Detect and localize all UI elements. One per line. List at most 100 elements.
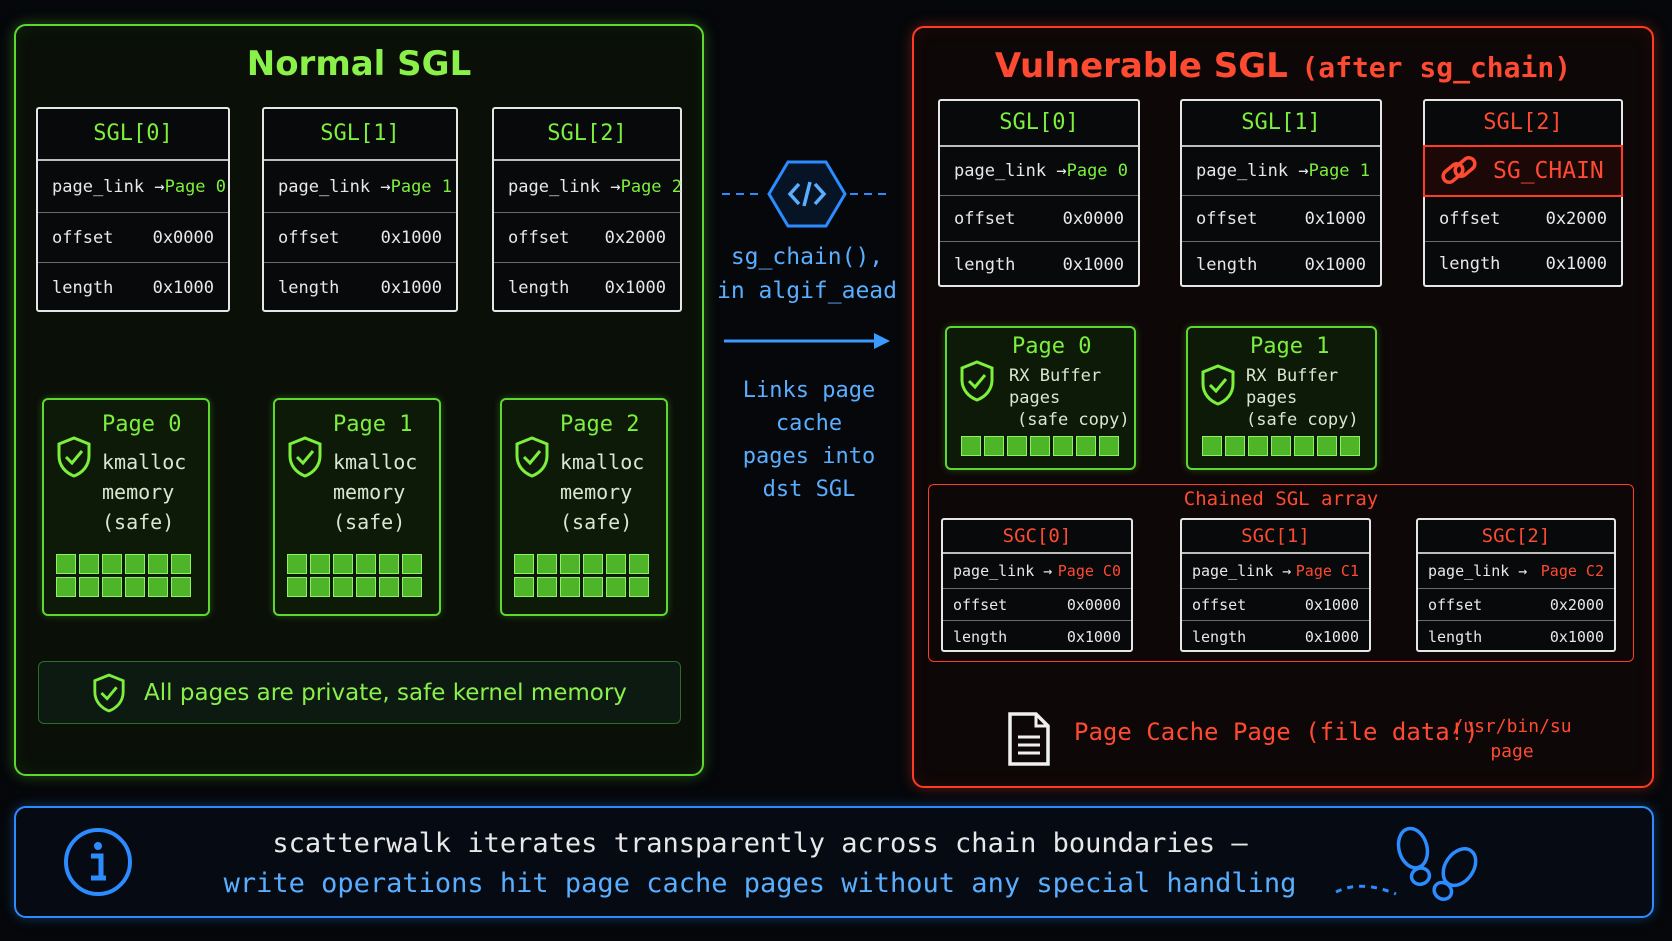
memory-cell	[1317, 436, 1337, 456]
page-title: Page 0	[1012, 334, 1092, 359]
page-line-1: kmalloc	[333, 450, 418, 474]
sgc-row-length: length 0x1000	[943, 621, 1131, 652]
memory-cell	[171, 554, 191, 574]
memory-cell	[102, 577, 122, 597]
memory-cell	[629, 577, 649, 597]
footsteps-icon	[1335, 826, 1478, 901]
page-ref: Page 1	[390, 176, 453, 197]
vuln-page-1: Page 1 RX Buffer pages (safe copy)	[1186, 326, 1377, 470]
page-cache-path-line-1: /usr/bin/su	[1452, 716, 1572, 737]
normal-footer-banner: All pages are private, safe kernel memor…	[38, 661, 681, 724]
page-link-label: page_link →	[508, 176, 621, 197]
shield-check-icon	[288, 436, 322, 478]
offset-value: 0x2000	[604, 227, 666, 248]
page-memory-grid	[514, 554, 649, 597]
offset-label: offset	[954, 208, 1016, 229]
shield-check-icon	[1201, 364, 1235, 406]
memory-cell	[537, 577, 557, 597]
page-line-2: pages	[1246, 388, 1298, 408]
page-line-1: kmalloc	[560, 450, 645, 474]
length-value: 0x1000	[1062, 254, 1124, 275]
sgl-row-page-link: page_link → Page 1	[264, 161, 456, 213]
offset-label: offset	[1428, 595, 1483, 614]
memory-cell	[333, 577, 353, 597]
length-label: length	[1196, 254, 1258, 275]
sgl-row-page-link: page_link → Page 0	[38, 161, 228, 213]
offset-label: offset	[508, 227, 570, 248]
middle-call-text: sg_chain(), in algif_aead	[712, 240, 902, 308]
sgl-header: SGL[0]	[38, 109, 228, 161]
normal-footer-text: All pages are private, safe kernel memor…	[144, 679, 627, 706]
shield-check-icon	[93, 673, 125, 712]
memory-cell	[56, 577, 76, 597]
desc-line-2: pages into	[742, 444, 876, 469]
shield-check-icon	[57, 436, 91, 478]
memory-cell	[402, 577, 422, 597]
page-link-label: page_link →	[52, 176, 165, 197]
sgl-header: SGL[2]	[494, 109, 680, 161]
offset-label: offset	[953, 595, 1008, 614]
length-label: length	[1428, 627, 1483, 646]
offset-value: 0x0000	[1066, 595, 1121, 614]
memory-cell	[514, 554, 534, 574]
page-ref: Page 2	[620, 176, 683, 197]
offset-label: offset	[1192, 595, 1247, 614]
offset-value: 0x1000	[380, 227, 442, 248]
vuln-sgl-2-chain: SGL[2] SG_CHAIN offset 0x2000 length 0x1…	[1423, 99, 1623, 287]
memory-cell	[1030, 436, 1050, 456]
page-ref: Page 0	[1066, 161, 1129, 181]
sgl-row-offset: offset 0x0000	[38, 213, 228, 263]
page-line-3: (safe copy)	[1017, 410, 1130, 430]
sgl-header: SGL[1]	[1182, 101, 1380, 147]
page-line-1: RX Buffer	[1009, 366, 1102, 386]
vulnerable-sgl-title-row: Vulnerable SGL (after sg_chain)	[912, 46, 1654, 86]
page-title: Page 1	[333, 412, 413, 437]
info-line-2: write operations hit page cache pages wi…	[223, 868, 1297, 899]
sgc-row-length: length 0x1000	[1418, 621, 1614, 652]
page-ref: Page 0	[164, 176, 227, 197]
memory-cell	[1053, 436, 1073, 456]
page-link-label: page_link →	[1428, 562, 1528, 580]
normal-sgl-0: SGL[0] page_link → Page 0 offset 0x0000 …	[36, 107, 230, 312]
length-label: length	[953, 627, 1008, 646]
middle-desc-text: Links page cache pages into dst SGL	[712, 374, 906, 506]
page-cache-path-line-2: page	[1490, 741, 1534, 762]
page-line-2: memory	[102, 480, 175, 504]
length-label: length	[508, 277, 570, 298]
page-ref: Page 1	[1308, 161, 1371, 181]
memory-cell	[79, 554, 99, 574]
sgl-row-page-link: page_link → Page 2	[494, 161, 683, 213]
length-label: length	[954, 254, 1016, 275]
normal-sgl-2: SGL[2] page_link → Page 2 offset 0x2000 …	[492, 107, 682, 312]
offset-value: 0x2000	[1545, 209, 1607, 229]
page-title: Page 0	[102, 412, 182, 437]
sgc-header: SGC[0]	[943, 520, 1131, 554]
memory-cell	[560, 577, 580, 597]
memory-cell	[537, 554, 557, 574]
memory-cell	[1271, 436, 1291, 456]
vulnerable-sgl-subtitle: (after sg_chain)	[1301, 51, 1572, 84]
page-memory-grid	[287, 554, 422, 597]
length-value: 0x1000	[1304, 627, 1359, 646]
info-icon	[64, 828, 132, 896]
shield-check-icon	[515, 436, 549, 478]
length-value: 0x1000	[1066, 627, 1121, 646]
length-value: 0x1000	[380, 277, 442, 298]
memory-cell	[583, 577, 603, 597]
sgl-row-length: length 0x1000	[38, 263, 228, 312]
page-link-label: page_link →	[954, 161, 1067, 181]
memory-cell	[333, 554, 353, 574]
page-ref: Page C0	[1057, 562, 1121, 580]
offset-label: offset	[52, 227, 114, 248]
memory-cell	[287, 554, 307, 574]
length-value: 0x1000	[1545, 254, 1607, 274]
normal-page-2: Page 2 kmalloc memory (safe)	[500, 398, 668, 616]
memory-cell	[1248, 436, 1268, 456]
page-line-2: memory	[560, 480, 633, 504]
offset-value: 0x0000	[152, 227, 214, 248]
memory-cell	[148, 577, 168, 597]
memory-cell	[310, 554, 330, 574]
memory-cell	[961, 436, 981, 456]
chained-sgl-array	[928, 484, 1634, 662]
memory-cell	[125, 554, 145, 574]
